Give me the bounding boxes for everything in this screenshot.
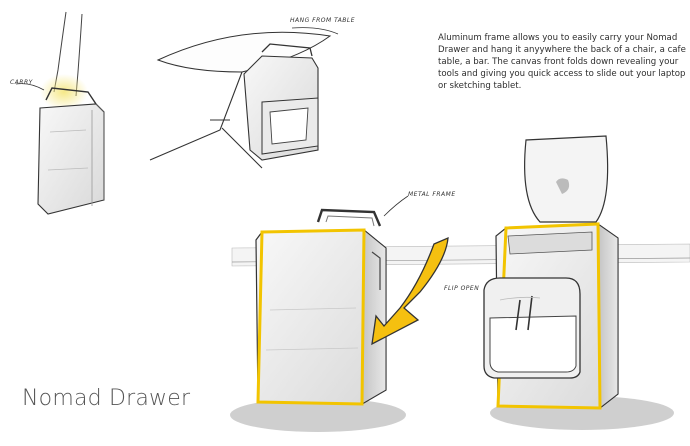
carry-sketch: CARRY [10,11,105,215]
shadow-left [230,398,406,432]
metal-frame-label: METAL FRAME [408,191,456,198]
hang-sketch: HANG FROM TABLE [149,17,355,169]
hang-label: HANG FROM TABLE [290,17,355,24]
carry-label: CARRY [10,79,34,86]
description-text: Aluminum frame allows you to easily carr… [438,33,686,92]
page-title: Nomad Drawer [22,386,191,411]
flip-open-arrow [371,236,449,346]
flip-open-label: FLIP OPEN [444,285,479,292]
closed-drawer-sketch: METAL FRAME [255,191,456,406]
open-drawer-sketch [483,135,619,410]
